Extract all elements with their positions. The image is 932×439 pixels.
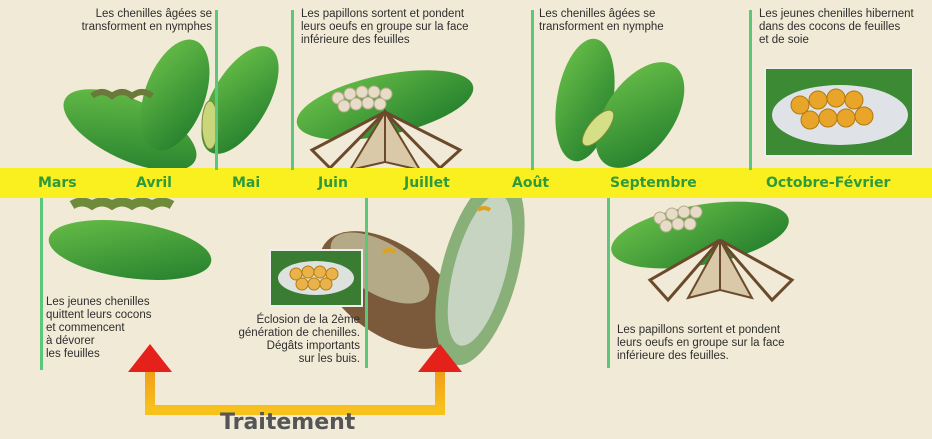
marker-line bbox=[607, 198, 610, 368]
note-line: Les jeunes chenilles hibernent bbox=[759, 8, 914, 20]
month-label: Avril bbox=[136, 175, 172, 191]
month-label: Août bbox=[512, 175, 550, 191]
eggs-photo bbox=[269, 249, 363, 307]
note-line: et de soie bbox=[759, 34, 809, 46]
note-line: dans des cocons de feuilles bbox=[759, 21, 901, 33]
note-line: Les jeunes chenilles bbox=[46, 296, 150, 308]
month-label: Octobre-Février bbox=[766, 175, 891, 191]
note-line: transforment en nymphes bbox=[81, 21, 212, 33]
note-line: leurs oeufs en groupe sur la face bbox=[617, 337, 785, 349]
note-moths-june: Les papillons sortent et pondent leurs o… bbox=[301, 8, 469, 47]
note-nymphs-spring: Les chenilles âgées se transforment en n… bbox=[62, 8, 212, 34]
note-line: Les papillons sortent et pondent bbox=[617, 324, 781, 336]
note-line: Dégâts importants bbox=[266, 340, 360, 352]
note-line: inférieure des feuilles. bbox=[617, 350, 729, 362]
marker-line bbox=[215, 10, 218, 170]
note-line: à dévorer bbox=[46, 335, 95, 347]
note-second-generation: Éclosion de la 2ème génération de chenil… bbox=[212, 314, 360, 366]
note-moths-september: Les papillons sortent et pondent leurs o… bbox=[617, 324, 785, 363]
marker-line bbox=[749, 10, 752, 170]
month-label: Mars bbox=[38, 175, 77, 191]
note-line: transforment en nymphe bbox=[539, 21, 664, 33]
treatment-label: Traitement bbox=[220, 410, 356, 435]
leaf-caterpillar bbox=[48, 197, 212, 280]
note-young-caterpillars: Les jeunes chenilles quittent leurs coco… bbox=[46, 296, 151, 361]
note-line: Les chenilles âgées se bbox=[95, 8, 212, 20]
cocoon-photo bbox=[764, 67, 914, 157]
note-hibernation: Les jeunes chenilles hibernent dans des … bbox=[759, 8, 914, 47]
marker-line bbox=[40, 198, 43, 370]
marker-line bbox=[291, 10, 294, 170]
note-line: sur les buis. bbox=[298, 353, 360, 365]
note-line: Éclosion de la 2ème bbox=[256, 314, 360, 326]
note-line: les feuilles bbox=[46, 348, 100, 360]
month-label: Juin bbox=[318, 175, 348, 191]
leaf-cluster-nymph-1 bbox=[63, 39, 279, 171]
leaf-moth-2 bbox=[611, 201, 795, 303]
leaf-cluster-nymph-2 bbox=[555, 38, 685, 168]
note-line: génération de chenilles. bbox=[238, 327, 360, 339]
leaf-moth-1 bbox=[296, 70, 474, 172]
month-label: Septembre bbox=[610, 175, 697, 191]
note-nymphs-august: Les chenilles âgées se transforment en n… bbox=[539, 8, 664, 34]
note-line: et commencent bbox=[46, 322, 125, 334]
note-line: leurs oeufs en groupe sur la face bbox=[301, 21, 469, 33]
note-line: quittent leurs cocons bbox=[46, 309, 152, 321]
note-line: Les papillons sortent et pondent bbox=[301, 8, 465, 20]
treatment-arrows bbox=[128, 344, 462, 415]
marker-line bbox=[365, 198, 368, 368]
note-line: Les chenilles âgées se bbox=[539, 8, 656, 20]
timeline-band bbox=[0, 168, 932, 198]
marker-line bbox=[531, 10, 534, 170]
note-line: inférieure des feuilles bbox=[301, 34, 410, 46]
month-label: Mai bbox=[232, 175, 261, 191]
month-label: Juillet bbox=[404, 175, 450, 191]
